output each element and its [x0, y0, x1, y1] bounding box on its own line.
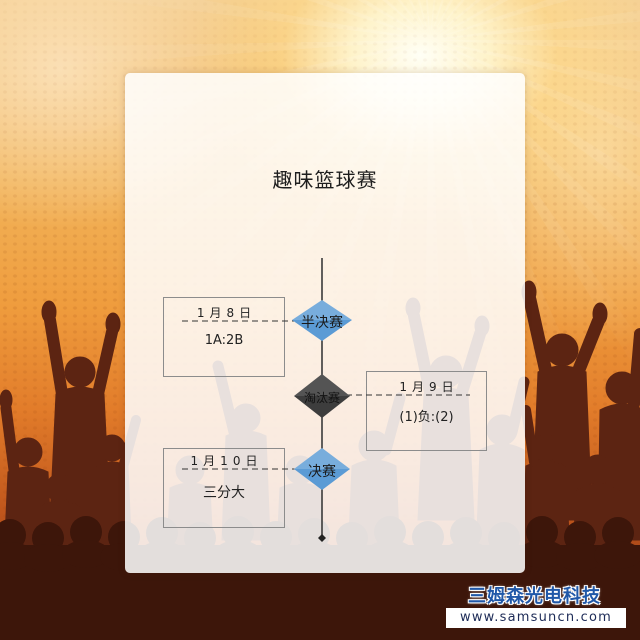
- event-result: 1A:2B: [204, 333, 244, 348]
- poster-title: 趣味篮球赛: [272, 168, 378, 192]
- stage-diamond-semifinal: [292, 300, 352, 341]
- event-date: 1月10日: [190, 454, 263, 468]
- event-result: 三分大: [203, 485, 245, 501]
- diamond-highlight: [294, 374, 350, 396]
- url-watermark-bar: www.samsuncn.com: [446, 608, 626, 628]
- diamond-highlight: [292, 300, 352, 320]
- event-result: (1)负:(2): [399, 410, 454, 425]
- timeline-end-marker: [318, 534, 326, 542]
- stage-diamond-elimination: [294, 374, 350, 418]
- event-box-final: [163, 448, 285, 528]
- stage-label: 半决赛: [301, 315, 343, 331]
- event-date: 1月9日: [399, 380, 459, 394]
- event-box-elimination: [366, 371, 487, 451]
- stage-label: 决赛: [308, 464, 336, 480]
- brand-watermark: 三姆森光电科技: [468, 586, 601, 607]
- event-box-semifinal: [163, 297, 285, 377]
- event-date: 1月8日: [196, 306, 257, 320]
- diamond-highlight: [294, 448, 350, 469]
- url-watermark: www.samsuncn.com: [460, 610, 612, 625]
- stage-diamond-final: [294, 448, 350, 490]
- stage-label: 淘汰赛: [303, 391, 340, 405]
